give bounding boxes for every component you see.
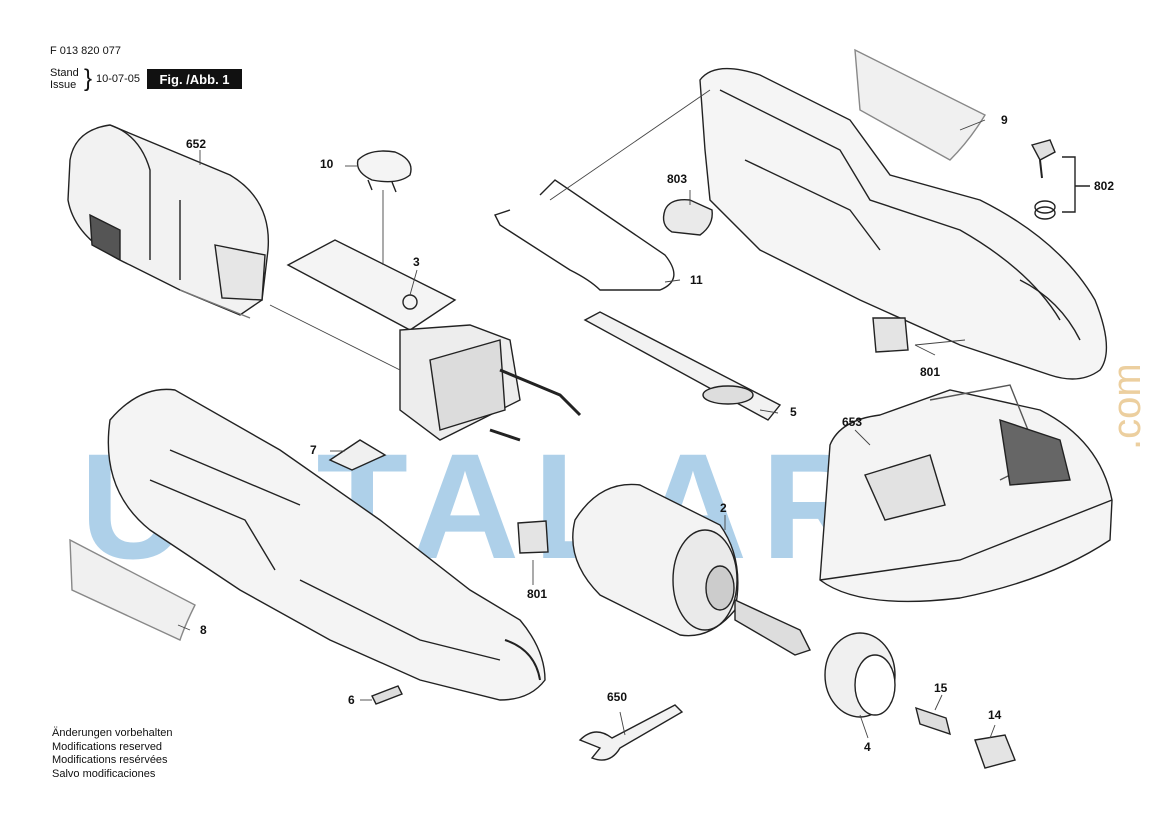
callout-653: 653 [842,415,863,429]
part-number: F 013 820 077 [50,45,121,57]
callout-650: 650 [607,690,628,704]
shaft-lock-drawing [974,734,1016,769]
callout-8: 8 [200,623,207,637]
callout-3: 3 [413,255,420,269]
note-de: Änderungen vorbehalten [52,727,173,739]
callout-652: 652 [186,137,207,151]
callout-6: 6 [348,693,355,707]
electronics-module-drawing [286,239,582,442]
label-sheet-8-drawing [69,538,196,641]
modification-notes: Änderungen vorbehalten Modifications res… [52,727,172,781]
pad-drawing [872,317,909,353]
callout-4: 4 [864,740,871,754]
clip-drawing [328,439,387,471]
callout-801-bottom: 801 [527,587,548,601]
callout-11: 11 [690,273,703,287]
wrench-drawing [578,704,684,761]
callout-801-top: 801 [920,365,941,379]
callout-7: 7 [310,443,317,457]
switch-cap-drawing [356,150,412,193]
note-fr: Modifications resérvées [52,754,168,766]
callout-9: 9 [1001,113,1008,127]
brace-icon: } [84,65,93,92]
label-sheet-drawing [854,48,986,161]
housing-half-shell-drawing [699,67,1108,380]
callout-803: 803 [667,172,688,186]
callout-5: 5 [790,405,797,419]
battery-pack-drawing [67,124,270,319]
pad-bottom-drawing [517,520,549,554]
callout-10: 10 [320,157,334,171]
main-housing-drawing [107,388,546,701]
note-es: Salvo modificaciones [52,767,156,780]
screw-drawing [371,685,403,705]
issue-date: 10-07-05 [96,73,141,85]
motor-drawing [572,483,811,656]
charger-drawing [819,384,1113,603]
callout-14: 14 [988,708,1002,722]
issue-label: Issue [50,79,77,91]
callout-802: 802 [1094,179,1115,193]
stand-label: Stand [50,67,79,79]
callout-15: 15 [934,681,948,695]
screw-spring-drawing [1030,139,1090,220]
figure-label: Fig. /Abb. 1 [147,69,242,89]
note-en: Modifications reserved [52,740,163,753]
slider-button-drawing [662,199,713,236]
collet-drawing [915,706,951,736]
strip-drawing [583,311,782,421]
wire-drawing [494,179,675,291]
collet-nut-drawing [824,632,896,718]
callout-2: 2 [720,501,727,515]
